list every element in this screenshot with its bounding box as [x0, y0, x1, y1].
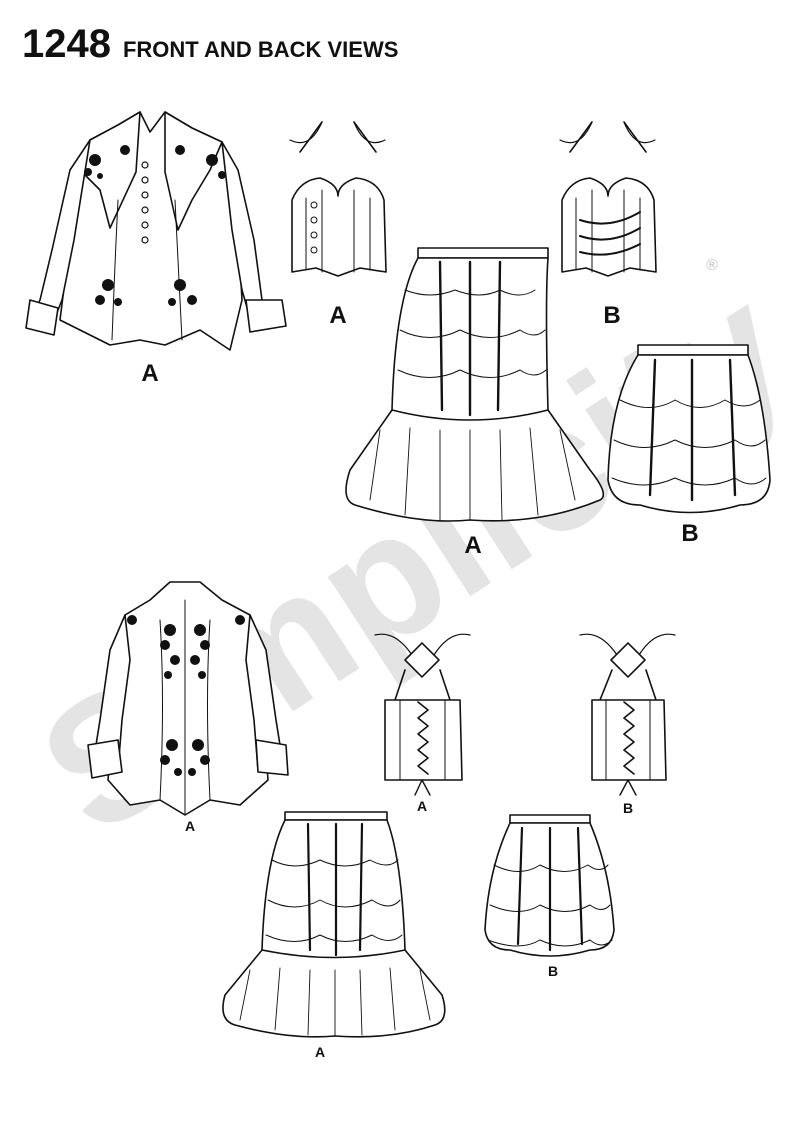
back-skirt-b-illustration	[484, 814, 615, 957]
front-skirt-b-label: B	[681, 520, 699, 547]
front-corset-a-illustration	[289, 121, 387, 277]
back-corset-a-illustration	[374, 633, 471, 796]
front-corset-a-label: A	[329, 302, 347, 329]
page-title: FRONT AND BACK VIEWS	[122, 37, 399, 62]
back-jacket-illustration	[87, 581, 289, 816]
front-skirt-a-label: A	[464, 532, 482, 559]
back-skirt-a-label: A	[314, 1044, 326, 1060]
front-jacket-label: A	[141, 360, 159, 387]
pattern-number: 1248	[22, 22, 111, 66]
front-corset-b-label: B	[603, 302, 621, 329]
back-corset-a-label: A	[416, 798, 428, 814]
front-skirt-b-illustration	[607, 344, 771, 514]
front-corset-b-illustration	[559, 121, 657, 277]
page-header: 1248 FRONT AND BACK VIEWS	[22, 22, 398, 66]
back-skirt-a-illustration	[222, 811, 446, 1038]
front-skirt-a-illustration	[345, 247, 605, 522]
back-skirt-b-label: B	[547, 963, 559, 979]
back-corset-b-illustration	[579, 633, 676, 796]
back-jacket-label: A	[184, 818, 196, 834]
back-corset-b-label: B	[622, 800, 634, 816]
front-jacket-illustration	[25, 111, 287, 351]
